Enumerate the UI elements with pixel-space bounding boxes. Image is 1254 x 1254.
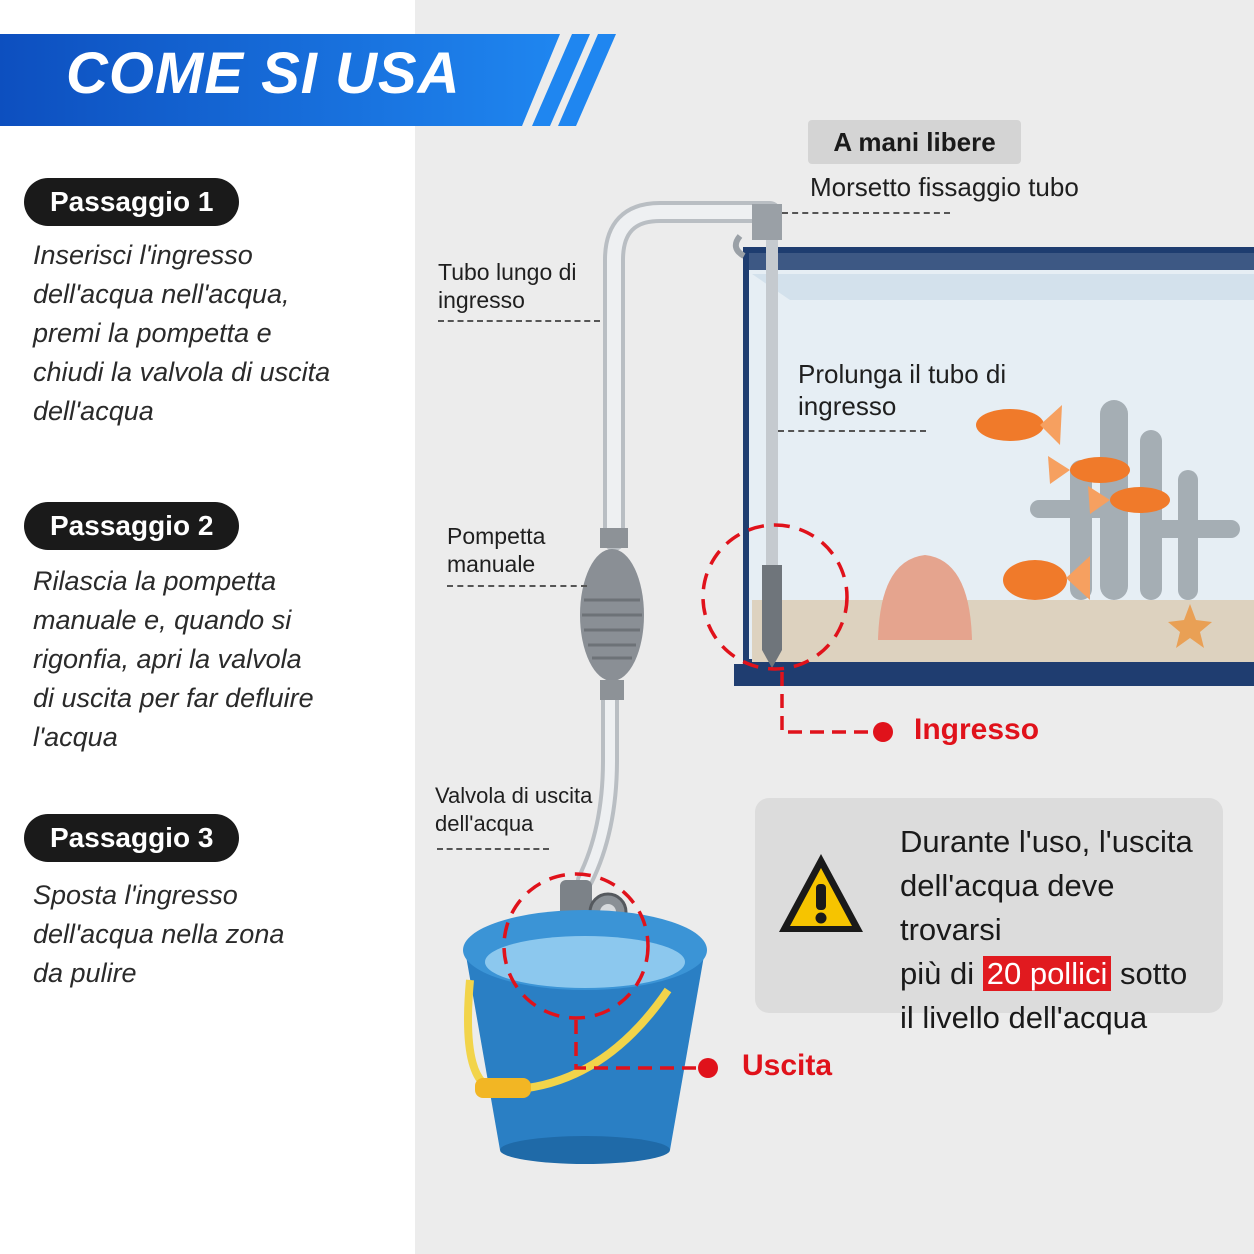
valve-leader	[437, 848, 549, 850]
bulb-leader	[447, 585, 587, 587]
clamp-label: Morsetto fissaggio tubo	[810, 172, 1079, 202]
clamp-leader	[782, 212, 950, 214]
outlet-callout	[502, 872, 718, 1078]
inlet-label: Ingresso	[914, 713, 1040, 746]
warning-box: Durante l'uso, l'uscita dell'acqua deve …	[755, 798, 1223, 1035]
step-2-badge: Passaggio 2	[24, 502, 240, 550]
step-3-badge: Passaggio 3	[24, 814, 240, 862]
header-banner	[0, 34, 616, 126]
aquarium	[734, 247, 1254, 686]
warning-text: Durante l'uso, l'uscita dell'acqua deve …	[900, 824, 1193, 1035]
extend-tube-leader	[778, 430, 926, 432]
clamp	[752, 204, 782, 240]
warning-triangle-icon	[779, 854, 863, 932]
hand-pump-bulb	[580, 528, 644, 700]
starfish	[1168, 604, 1212, 648]
inlet-callout	[701, 523, 893, 742]
step-1-badge: Passaggio 1	[24, 178, 240, 226]
goldfish	[976, 405, 1170, 600]
shell	[878, 555, 972, 640]
page-title: COME SI USA	[66, 41, 461, 106]
inlet-nozzle	[762, 565, 782, 650]
siphon-hose	[576, 201, 781, 889]
hands-free-tag: A mani libere	[808, 120, 1021, 164]
outlet-label: Uscita	[742, 1049, 833, 1082]
distance-highlight: 20 pollici	[982, 956, 1112, 991]
long-tube-leader	[438, 320, 600, 322]
bucket	[463, 910, 707, 1164]
